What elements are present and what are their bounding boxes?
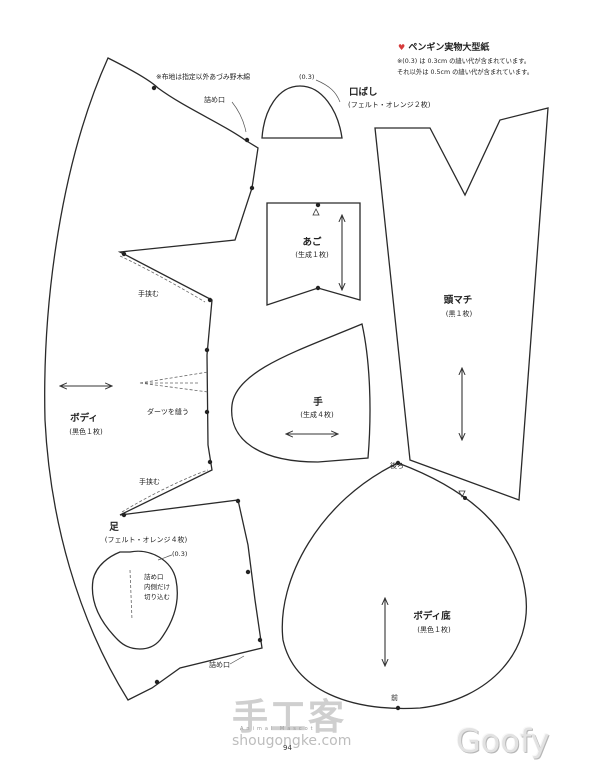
dart-guide	[139, 371, 209, 393]
dart-note: ダーツを縫う	[147, 408, 189, 416]
sheet-title: ♥ ペンギン実物大型紙	[398, 43, 489, 53]
seam-note-1: ※(0.3) は 0.3cm の縫い代が含まれています。	[397, 58, 531, 65]
front-mark: 前	[391, 694, 398, 702]
match-dot	[204, 347, 210, 353]
match-dot	[235, 498, 241, 504]
sheet-title-text: ペンギン実物大型紙	[408, 43, 490, 53]
match-dot	[245, 569, 251, 575]
match-dot	[244, 137, 250, 143]
hand-insert-top: 手挟む	[138, 290, 159, 298]
head-gusset-spec: (黒１枚)	[445, 310, 473, 318]
match-dot	[154, 679, 160, 685]
leader-foot-seam	[157, 554, 173, 561]
beak-seam-allowance: (0.3)	[299, 73, 315, 81]
notch-mark	[458, 490, 466, 498]
match-dot	[395, 705, 401, 711]
page-number: 94	[283, 744, 292, 752]
hand-insert-guide-bottom	[121, 469, 209, 513]
hand-piece-outline	[231, 323, 371, 463]
match-dot	[204, 409, 210, 415]
match-dot	[315, 285, 321, 291]
foot-seam-allowance: (0.3)	[172, 550, 188, 558]
body-name: ボディ	[70, 413, 98, 424]
notch-mark	[312, 208, 320, 216]
chin-piece-outline	[266, 202, 361, 306]
match-dot	[207, 459, 213, 465]
chin-spec: (生成１枚)	[295, 251, 329, 259]
beak-name: 口ばし	[349, 87, 378, 98]
watermark-site-name: 手工客	[232, 697, 347, 738]
hand-insert-bottom: 手挟む	[139, 478, 160, 486]
foot-name: 足	[109, 522, 119, 533]
body-bottom-outline	[281, 462, 527, 710]
foot-note-inner: 内側だけ	[144, 583, 170, 591]
head-gusset-name: 頭マチ	[443, 295, 473, 306]
body-bottom-spec: (黒色１枚)	[417, 626, 451, 634]
stuffing-opening-top: 詰め口	[204, 96, 225, 104]
foot-cut-guide	[129, 569, 133, 621]
match-dot	[257, 637, 263, 643]
foot-note-opening: 詰め口	[144, 573, 164, 581]
match-dot	[463, 496, 467, 500]
heart-icon: ♥	[398, 43, 406, 52]
back-mark: 後ろ	[390, 462, 404, 470]
stuffing-opening-bottom: 詰め口	[209, 661, 230, 669]
fabric-note: ※布地は指定以外あづみ野木綿	[156, 73, 251, 81]
chin-name: あご	[302, 237, 322, 248]
foot-spec: (フェルト・オレンジ４枚)	[104, 536, 188, 544]
head-gusset-outline	[374, 107, 549, 501]
match-dot	[395, 460, 401, 466]
leader-opening-top	[231, 101, 247, 133]
hand-insert-guide-top	[119, 255, 206, 303]
body-spec: (黒色１枚)	[69, 428, 103, 436]
match-dot	[315, 202, 321, 208]
match-dot	[151, 85, 157, 91]
body-bottom-name: ボディ底	[413, 611, 451, 622]
beak-piece-outline	[261, 85, 343, 139]
match-dot	[121, 251, 127, 257]
watermark-signature: Goofy	[456, 722, 550, 760]
match-dot	[121, 512, 127, 518]
seam-note-2: それ以外は 0.5cm の縫い代が含まれています。	[397, 69, 534, 76]
hand-spec: (生成４枚)	[300, 411, 334, 419]
foot-note-cut: 切り込む	[144, 593, 170, 601]
hand-name: 手	[313, 397, 323, 408]
watermark-url: shougongke.com	[232, 733, 352, 749]
foot-piece-outline	[91, 550, 178, 650]
running-title: Animal Mascot	[240, 726, 316, 732]
beak-spec: (フェルト・オレンジ２枚)	[348, 101, 431, 109]
match-dot	[207, 297, 213, 303]
leader-beak	[315, 79, 341, 103]
match-dot	[249, 185, 255, 191]
body-piece-outline	[44, 57, 263, 701]
leader-opening-bottom	[229, 655, 245, 665]
